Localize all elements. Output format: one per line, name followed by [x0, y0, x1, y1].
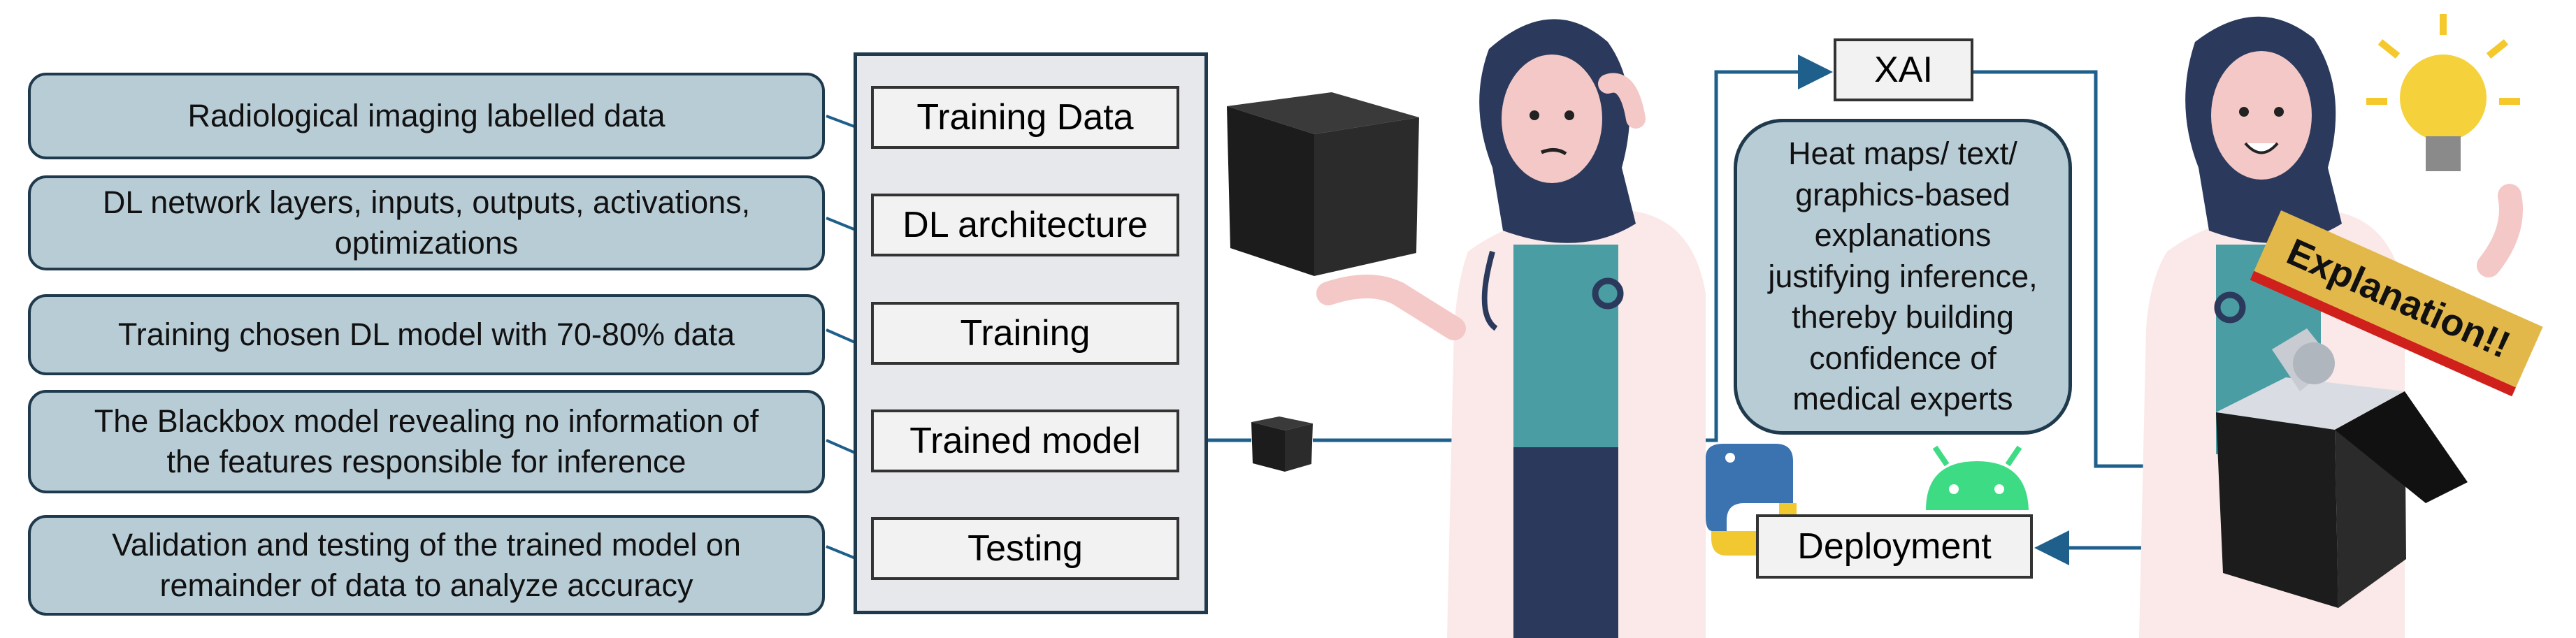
step-training: Training — [871, 302, 1179, 365]
input-description: The Blackbox model revealing no informat… — [28, 390, 825, 493]
step-testing: Testing — [871, 517, 1179, 580]
input-description: Training chosen DL model with 70-80% dat… — [28, 294, 825, 375]
xai-box: XAI — [1834, 38, 1973, 101]
step-trained-model: Trained model — [871, 409, 1179, 472]
step-dl-architecture: DL architecture — [871, 194, 1179, 256]
deployment-box: Deployment — [1756, 514, 2033, 579]
explanation-bubble: Heat maps/ text/ graphics-based explanat… — [1734, 119, 2072, 435]
input-description: DL network layers, inputs, outputs, acti… — [28, 175, 825, 270]
input-description: Validation and testing of the trained mo… — [28, 515, 825, 616]
input-description: Radiological imaging labelled data — [28, 73, 825, 159]
step-training-data: Training Data — [871, 86, 1179, 149]
